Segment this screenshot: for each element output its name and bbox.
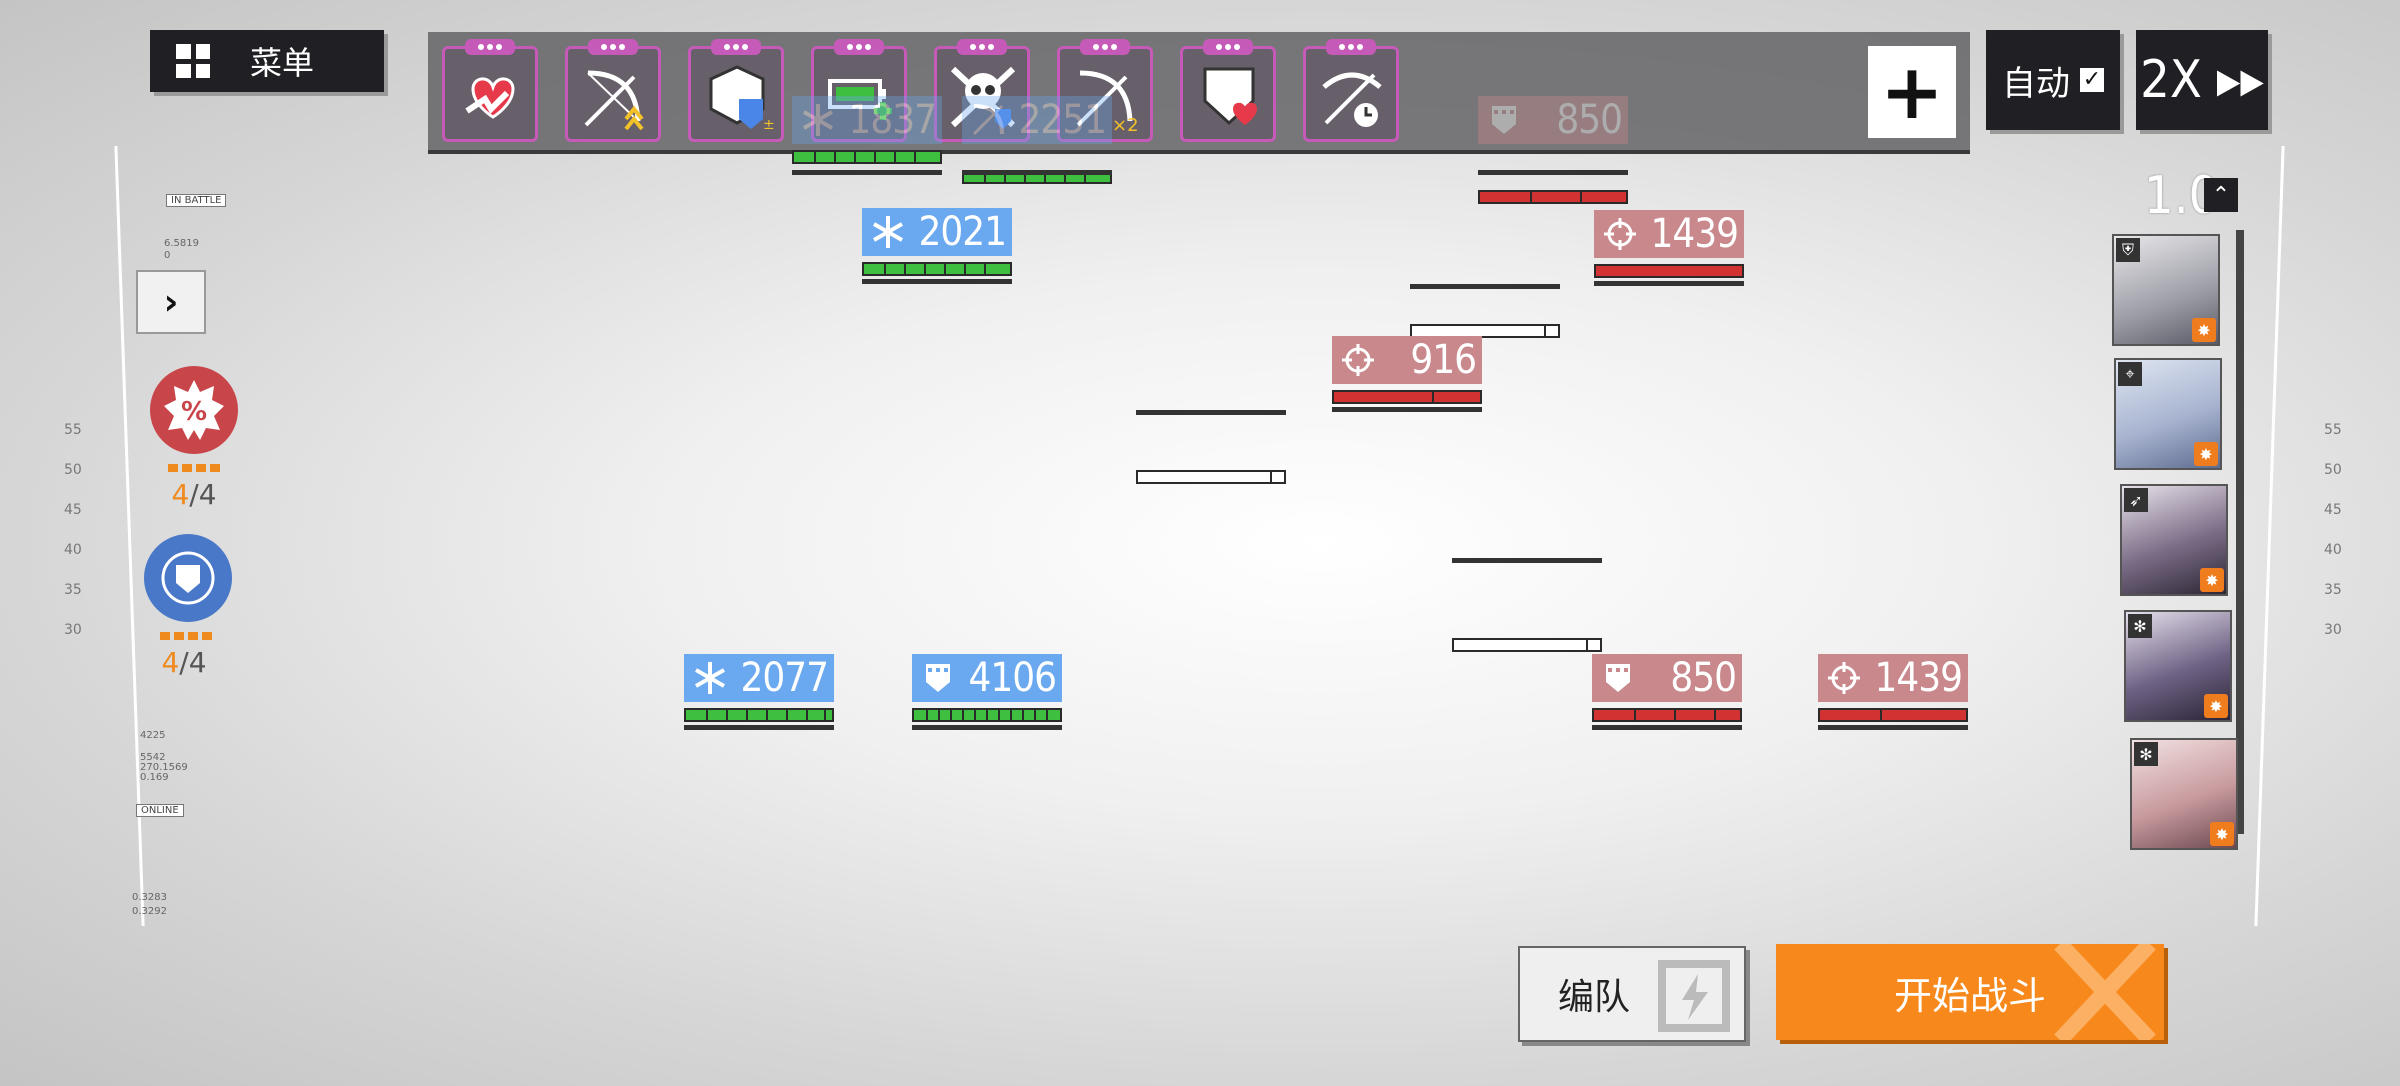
expand-arrow-icon[interactable]: › <box>136 270 206 334</box>
start-battle-label: 开始战斗 <box>1893 973 2046 1018</box>
buff-battery-plus-icon[interactable] <box>811 39 907 142</box>
auto-checkbox[interactable]: ✓ <box>2080 68 2104 92</box>
buff-crossbow-clock-icon[interactable] <box>1303 39 1399 142</box>
crosshair-icon <box>1604 218 1636 250</box>
snowflake-icon <box>803 104 833 136</box>
ally-hp-bar-faded-1 <box>792 150 942 164</box>
buff-bar: ± ×2 <box>428 32 1970 154</box>
grid-menu-icon <box>176 44 210 78</box>
enemy-hp-bar <box>1818 708 1968 722</box>
readout-4: 5542 <box>140 752 166 763</box>
enemy-hp-bar <box>1594 264 1744 278</box>
readout-1: 6.5819 <box>164 238 199 249</box>
snowflake-icon <box>695 662 725 694</box>
svg-text:%: % <box>181 397 207 427</box>
readout-5: 270.1569 <box>140 762 188 773</box>
readout-6: 0.169 <box>140 772 169 783</box>
skill-1-count: 4/4 <box>171 478 217 511</box>
formation-label: 编队 <box>1558 977 1631 1018</box>
battle-tag: IN BATTLE <box>166 194 227 207</box>
skill-ready-icon: ✸ <box>2204 694 2228 718</box>
shield-crest-icon <box>1606 664 1630 692</box>
auto-toggle[interactable]: 自动 ✓ <box>1986 30 2120 130</box>
speed-button[interactable]: 2X ▸▸ <box>2136 30 2268 130</box>
buff-bow-x2-icon[interactable]: ×2 <box>1057 39 1153 142</box>
bow-class-icon: ➶ <box>2124 488 2148 512</box>
enemy-hp-bar <box>1332 390 1482 404</box>
crossed-swords-icon <box>2054 944 2156 1040</box>
buff-shield-heart-icon[interactable] <box>1180 39 1276 142</box>
ally-unit-faded-2[interactable]: 2251 <box>962 96 1112 144</box>
bow-icon <box>972 104 1004 136</box>
crosshair-icon <box>1342 344 1374 376</box>
readout-8: 0.3292 <box>132 906 167 917</box>
enemy-unit-crosshair-1439-bottom[interactable]: 1439 <box>1818 654 1968 730</box>
skill-ready-icon: ✸ <box>2200 568 2224 592</box>
svg-text:×2: ×2 <box>1112 115 1139 135</box>
operator-portrait-4[interactable]: ✻ ✸ <box>2124 610 2232 722</box>
add-buff-button[interactable]: + <box>1868 46 1956 138</box>
skill-1-pips <box>144 464 244 472</box>
shield-crest-icon <box>1492 106 1516 134</box>
lightning-card-icon <box>1658 960 1730 1032</box>
skill-shield-button[interactable] <box>144 534 232 622</box>
skill-ready-icon: ✸ <box>2194 442 2218 466</box>
menu-button[interactable]: 菜单 <box>150 30 384 92</box>
empty-hp-bar-1 <box>1410 324 1560 338</box>
ally-unit-faded-1[interactable]: 1837 <box>792 96 942 144</box>
ally-hp-bar <box>912 708 1062 722</box>
enemy-hp-bar <box>1592 708 1742 722</box>
svg-text:±: ± <box>763 117 775 133</box>
skill-ready-icon: ✸ <box>2192 318 2216 342</box>
auto-label: 自动 <box>2002 63 2070 104</box>
buff-bow-up-icon[interactable] <box>565 39 661 142</box>
enemy-unit-crosshair-916[interactable]: 916 <box>1332 336 1482 412</box>
ally-unit-snow-2077[interactable]: 2077 <box>684 654 834 730</box>
chevron-up-icon[interactable]: ⌃ <box>2204 178 2238 212</box>
online-tag: ONLINE <box>136 804 184 817</box>
readout-3: 4225 <box>140 730 166 741</box>
snowflake-class-icon: ✻ <box>2134 742 2158 766</box>
skill-ready-icon: ✸ <box>2210 822 2234 846</box>
crosshair-icon <box>1828 662 1860 694</box>
hud-frame-right <box>2254 146 2285 926</box>
formation-button[interactable]: 编队 <box>1518 946 1746 1042</box>
readout-2: 0 <box>164 250 171 261</box>
ally-hp-bar <box>862 262 1012 276</box>
ally-hp-bar <box>684 708 834 722</box>
enemy-unit-crosshair-1439-top[interactable]: 1439 <box>1594 210 1744 286</box>
start-battle-button[interactable]: 开始战斗 <box>1776 944 2164 1040</box>
enemy-unit-faded-1[interactable]: 850 <box>1478 96 1628 144</box>
empty-hp-bar-3 <box>1452 638 1602 652</box>
snowflake-class-icon: ✻ <box>2128 614 2152 638</box>
enemy-hp-bar-faded-1 <box>1478 190 1628 204</box>
operator-portrait-2[interactable]: ⌖ ✸ <box>2114 358 2222 470</box>
portrait-scrollbar[interactable] <box>2236 230 2244 834</box>
crosshair-class-icon: ⌖ <box>2118 362 2142 386</box>
skill-2-count: 4/4 <box>161 646 207 679</box>
skill-2-pips <box>136 632 236 640</box>
operator-portrait-5[interactable]: ✻ ✸ <box>2130 738 2238 850</box>
skill-burst-button[interactable]: % <box>150 366 238 454</box>
buff-heart-crack-icon[interactable] <box>442 39 538 142</box>
shield-icon <box>161 551 215 605</box>
buff-shield-cube-icon[interactable]: ± <box>688 39 784 142</box>
buff-skull-shield-icon[interactable] <box>934 39 1030 142</box>
readout-7: 0.3283 <box>132 892 167 903</box>
menu-label: 菜单 <box>250 44 315 82</box>
percent-burst-icon: % <box>164 380 224 440</box>
shield-crest-icon <box>926 664 950 692</box>
shield-class-icon: ⛨ <box>2116 238 2140 262</box>
enemy-unit-shield-850[interactable]: 850 <box>1592 654 1742 730</box>
snowflake-icon <box>873 216 903 248</box>
operator-portrait-3[interactable]: ➶ ✸ <box>2120 484 2228 596</box>
ally-unit-snow-2021[interactable]: 2021 <box>862 208 1012 284</box>
empty-hp-bar-2 <box>1136 470 1286 484</box>
operator-portrait-1[interactable]: ⛨ ✸ <box>2112 234 2220 346</box>
ally-unit-shield-4106[interactable]: 4106 <box>912 654 1062 730</box>
